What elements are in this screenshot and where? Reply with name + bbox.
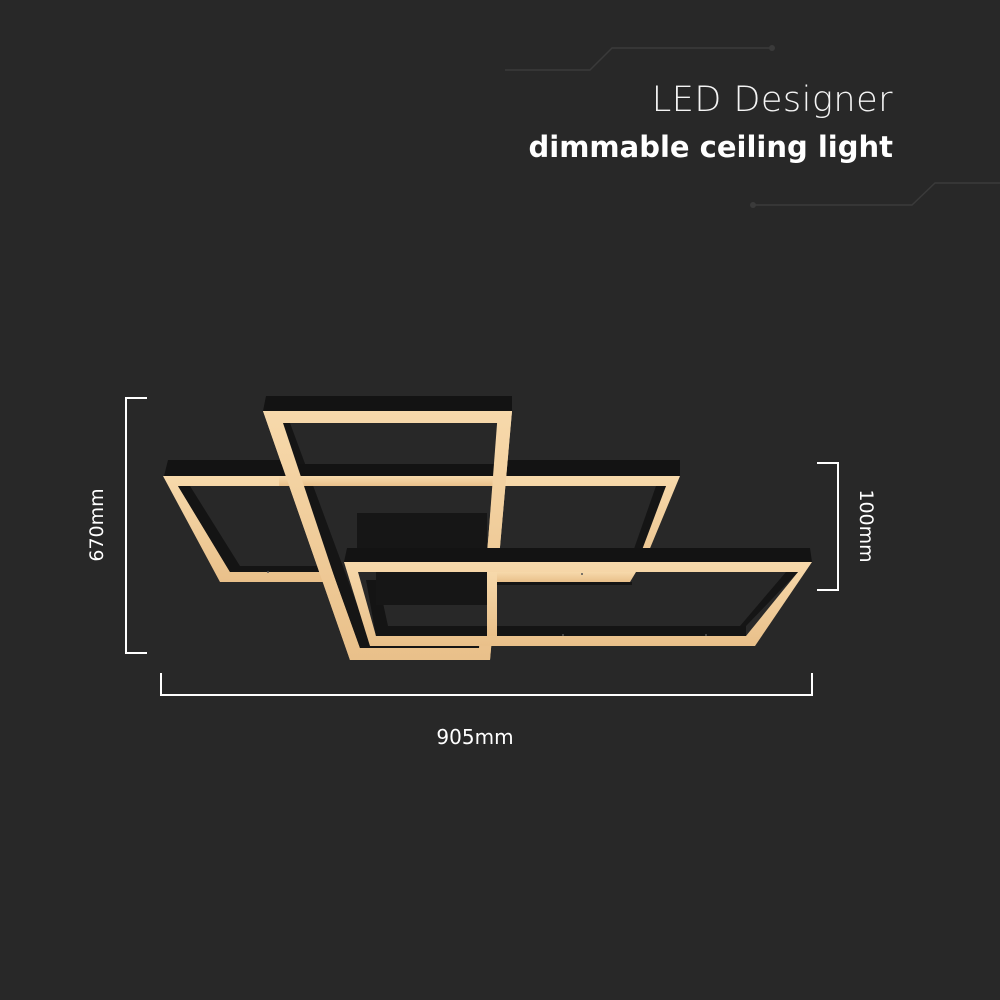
dimension-bracket-width [160,673,813,696]
height-dimension-label: 670mm [86,488,108,562]
screw-dots [267,571,707,636]
depth-dimension-label: 100mm [855,489,877,563]
dimension-bracket-height [125,397,147,654]
frame-tall-left-post [263,411,362,660]
dimension-bracket-depth [817,462,839,591]
product-subtitle: dimmable ceiling light [528,130,894,164]
width-dimension-label: 905mm [436,725,514,749]
product-title: LED Designer [651,80,893,120]
frame-front-wide [344,548,812,646]
